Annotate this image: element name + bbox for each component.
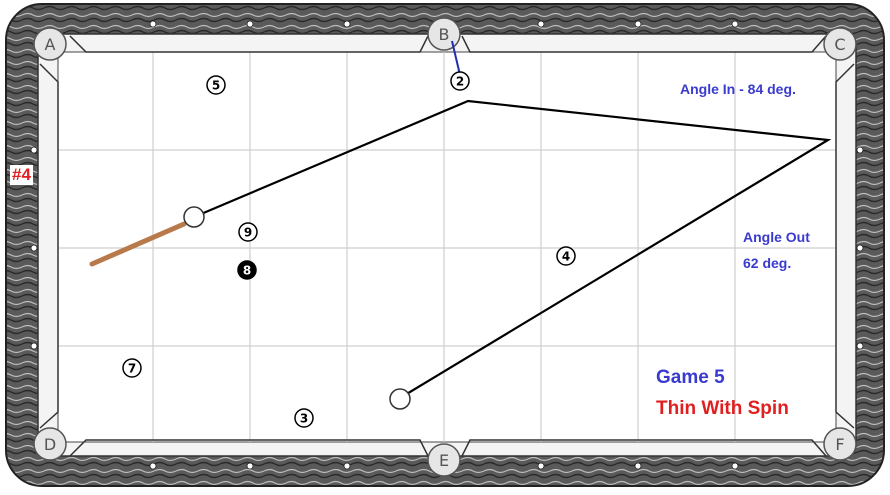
ball-7: 7 [122,358,142,378]
rail-diamond [856,244,864,252]
object-balls: 2 3 4 5 7 8 9 [122,71,576,428]
rail-diamond [856,146,864,154]
pocket-circle [823,27,857,61]
pocket-label: D [44,435,56,454]
cue-ball-start [389,388,411,410]
pocket-label: F [835,435,844,454]
pocket-c: C [823,27,857,61]
rail-diamond [30,244,38,252]
rail-diamond [634,20,642,28]
rail-diamond [246,462,254,470]
rail-diamond [343,20,351,28]
shot-path-line [193,99,832,399]
angle-in-label: Angle In - 84 deg. [680,81,796,97]
ball-number: 2 [456,75,464,89]
ball-circle [122,358,142,378]
rail-diamond [731,462,739,470]
rail-diamond [634,462,642,470]
rail-diamonds [30,20,864,470]
ball-number: 7 [128,362,136,376]
ball-number: 8 [243,264,251,278]
ball-number: 3 [300,412,308,426]
rail-diamond [149,20,157,28]
pocket-d: D [33,427,67,461]
ball-3: 3 [294,408,314,428]
rail-diamond [149,462,157,470]
ball-number: 4 [562,250,570,264]
pocket-label: B [439,25,450,44]
pocket-circle [33,427,67,461]
ball-circle [450,71,470,91]
rail-number-label: #4 [10,165,33,185]
pocket-label: A [45,35,56,54]
ball-9: 9 [238,222,258,242]
angle-out-label-line2: 62 deg. [743,255,792,271]
rail-diamond [537,462,545,470]
angle-out-label-line1: Angle Out [743,229,810,245]
cue-ball-contact [183,206,205,228]
ball-8: 8 [237,260,257,280]
pockets: A B C D E F [33,17,857,477]
pocket-circle [823,427,857,461]
ball-2-path-line [451,40,461,76]
pocket-e: E [427,443,461,477]
pocket-f: F [823,427,857,461]
pocket-a: A [33,27,67,61]
ball-4: 4 [556,246,576,266]
ball-2: 2 [450,71,470,91]
pocket-label: E [439,451,449,470]
ball-5: 5 [206,75,226,95]
ball-circle [206,75,226,95]
ball-number: 9 [244,226,252,240]
rail-diamond [856,342,864,350]
rail-diamond [246,20,254,28]
pocket-label: C [834,35,845,54]
ball-circle [237,260,257,280]
pocket-jaws [39,35,855,457]
rail-diamond [343,462,351,470]
table-grid [58,52,836,442]
ball-circle [294,408,314,428]
rail-diamond [537,20,545,28]
ball-circle [556,246,576,266]
ball-number: 5 [212,79,220,93]
rail-diamond [731,20,739,28]
rail-diamond [30,342,38,350]
game-subtitle: Thin With Spin [656,398,789,419]
ball-circle [238,222,258,242]
game-title: Game 5 [656,367,725,388]
table-felt [57,51,837,443]
pocket-b: B [427,17,461,51]
pocket-circle [427,443,461,477]
rail-diamond [30,146,38,154]
pocket-circle [33,27,67,61]
cue-stick [89,221,187,267]
